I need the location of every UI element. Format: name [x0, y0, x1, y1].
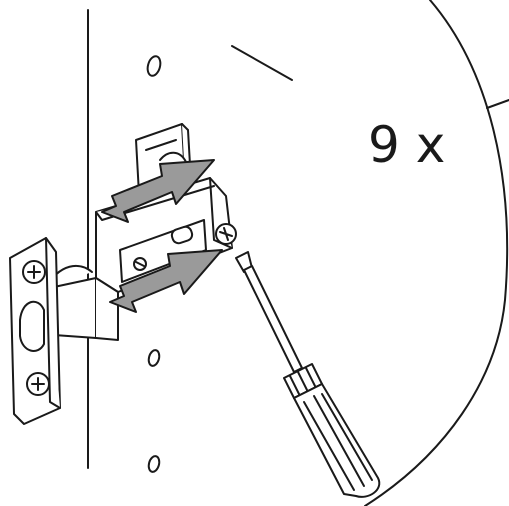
screwdriver-handle — [293, 383, 381, 498]
mounting-hole — [147, 455, 161, 473]
detail-circle — [364, 0, 509, 506]
adjust-arrow-upper — [101, 159, 215, 223]
door-plate — [9, 237, 61, 425]
mounting-hole — [146, 55, 162, 77]
adjust-arrow-lower — [109, 249, 223, 313]
mounting-hole — [147, 349, 161, 367]
detail-leader-tick — [486, 99, 509, 109]
screwdriver-shaft — [243, 265, 303, 373]
screwdriver — [235, 251, 381, 498]
quantity-label: 9 x — [368, 116, 445, 174]
detail-leader-line — [231, 45, 293, 81]
